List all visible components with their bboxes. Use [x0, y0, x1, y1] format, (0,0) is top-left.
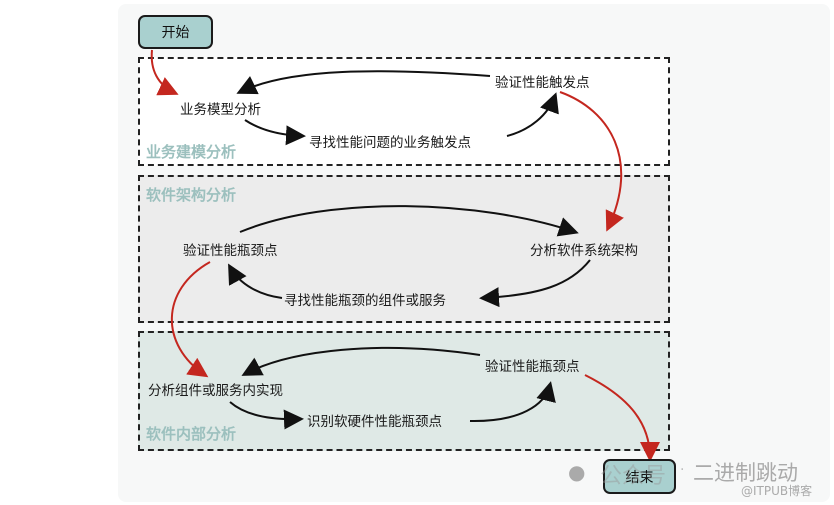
- node-analyze-implementation: 分析组件或服务内实现: [148, 383, 283, 399]
- watermark-name: 二进制跳动: [693, 461, 798, 485]
- section-label-architecture: 软件架构分析: [146, 186, 237, 204]
- node-find-component: 寻找性能瓶颈的组件或服务: [284, 293, 446, 309]
- section-label-internal: 软件内部分析: [146, 425, 237, 443]
- node-business-model-analysis: 业务模型分析: [180, 102, 261, 118]
- node-verify-trigger: 验证性能触发点: [495, 75, 590, 91]
- section-software-architecture: [138, 175, 670, 323]
- node-find-trigger: 寻找性能问题的业务触发点: [309, 135, 471, 151]
- section-software-internal: [138, 331, 670, 451]
- section-business-modeling: [138, 57, 670, 166]
- end-label: 结束: [625, 469, 654, 486]
- node-analyze-architecture: 分析软件系统架构: [530, 243, 638, 259]
- arrow-verify3-to-impl: [241, 346, 481, 376]
- arrow-model-to-find: [244, 119, 306, 146]
- end-node: 结束: [603, 459, 676, 494]
- arrow-verify3-to-end: [584, 374, 660, 462]
- wechat-icon: ●: [568, 460, 586, 484]
- arrow-verify-to-arch: [559, 91, 624, 232]
- node-verify-bottleneck-internal: 验证性能瓶颈点: [485, 359, 580, 375]
- section-label-business: 业务建模分析: [146, 143, 237, 161]
- watermark-source: @ITPUB博客: [741, 484, 813, 498]
- watermark-sep: ·: [680, 462, 685, 478]
- start-node: 开始: [138, 15, 213, 49]
- arrow-find-to-verify: [506, 92, 559, 137]
- node-identify-hw-sw: 识别软硬件性能瓶颈点: [307, 414, 442, 430]
- watermark-account: 公众号: [600, 464, 667, 489]
- arrow-verify-to-arch2: [239, 205, 579, 237]
- arrow-verify-to-model: [236, 70, 491, 95]
- arrow-find-to-verify2: [228, 263, 283, 299]
- start-label: 开始: [161, 25, 190, 41]
- node-verify-bottleneck: 验证性能瓶颈点: [183, 243, 278, 259]
- arrow-identify-to-verify3: [469, 381, 556, 423]
- arrow-impl-to-identify: [229, 401, 304, 430]
- arrow-arch-to-find: [479, 259, 591, 308]
- arrow-start-to-model: [150, 49, 179, 96]
- arrow-arch-to-internal: [170, 261, 211, 378]
